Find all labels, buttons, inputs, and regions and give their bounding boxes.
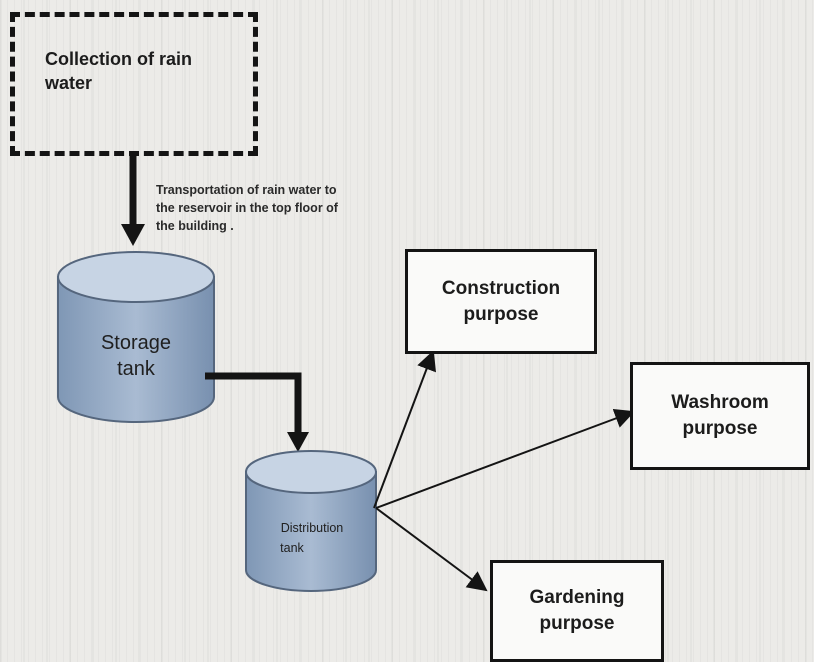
construction-box: Construction purpose	[405, 249, 597, 354]
distribution-tank-icon	[245, 450, 377, 592]
construction-line-2: purpose	[463, 303, 539, 325]
transport-note-line-3: the building .	[156, 219, 234, 234]
collection-box: Collection of rain water	[10, 12, 258, 156]
transport-note-line-2: the reservoir in the top floor of	[156, 201, 338, 216]
distribution-tank-line-1: Distribution	[280, 521, 344, 535]
transport-note-line-1: Transportation of rain water to	[156, 183, 337, 197]
gardening-box: Gardening purpose	[490, 560, 664, 662]
arrow-storage-to-distribution	[205, 372, 309, 452]
storage-tank-line-1: Storage	[100, 332, 172, 354]
storage-tank-icon	[57, 251, 215, 423]
gardening-line-2: purpose	[539, 613, 615, 634]
arrow-to-construction	[373, 350, 436, 509]
washroom-line-1: Washroom	[671, 392, 769, 414]
storage-tank-line-2: tank	[117, 358, 155, 380]
distribution-tank-line-2: tank	[280, 541, 304, 555]
arrow-collection-to-storage	[121, 152, 145, 246]
distribution-tank-label: Distribution tank	[250, 518, 374, 558]
washroom-box: Washroom purpose	[630, 362, 810, 470]
arrow-to-washroom	[375, 408, 635, 509]
collection-label: Collection of rain water	[45, 49, 193, 94]
construction-line-1: Construction	[441, 277, 561, 299]
transport-note: Transportation of rain water to the rese…	[156, 181, 396, 235]
storage-tank-label: Storage tank	[80, 330, 192, 382]
arrow-to-gardening	[375, 507, 488, 592]
gardening-line-1: Gardening	[529, 587, 625, 609]
washroom-line-2: purpose	[682, 418, 758, 439]
